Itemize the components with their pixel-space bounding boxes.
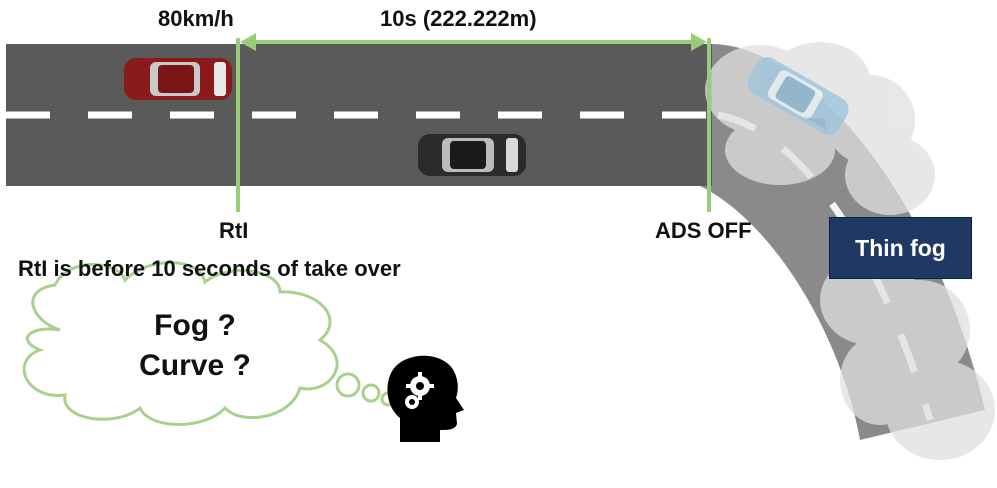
thin-fog-label: Thin fog [855,234,946,261]
rti-note: RtI is before 10 seconds of take over [18,256,401,281]
car-icon-ahead [747,57,849,135]
car-icon-lead [124,58,232,100]
thought-line-fog: Fog ? [154,309,236,342]
thinking-head-gears-icon [387,355,464,442]
thought-line-curve: Curve ? [139,349,251,382]
arrow-head-left [240,33,256,51]
arrow-head-right [691,33,707,51]
thin-fog-box: Thin fog [829,217,972,279]
thought-text: Fog ? Curve ? [60,306,330,386]
distance-label: 10s (222.222m) [380,6,537,31]
fog-cloud [705,42,995,460]
car-icon-ego [418,134,526,176]
rti-label: RtI [219,218,249,243]
ads-off-label: ADS OFF [655,218,752,243]
thought-cloud-icon [22,261,396,426]
speed-label: 80km/h [158,6,234,31]
